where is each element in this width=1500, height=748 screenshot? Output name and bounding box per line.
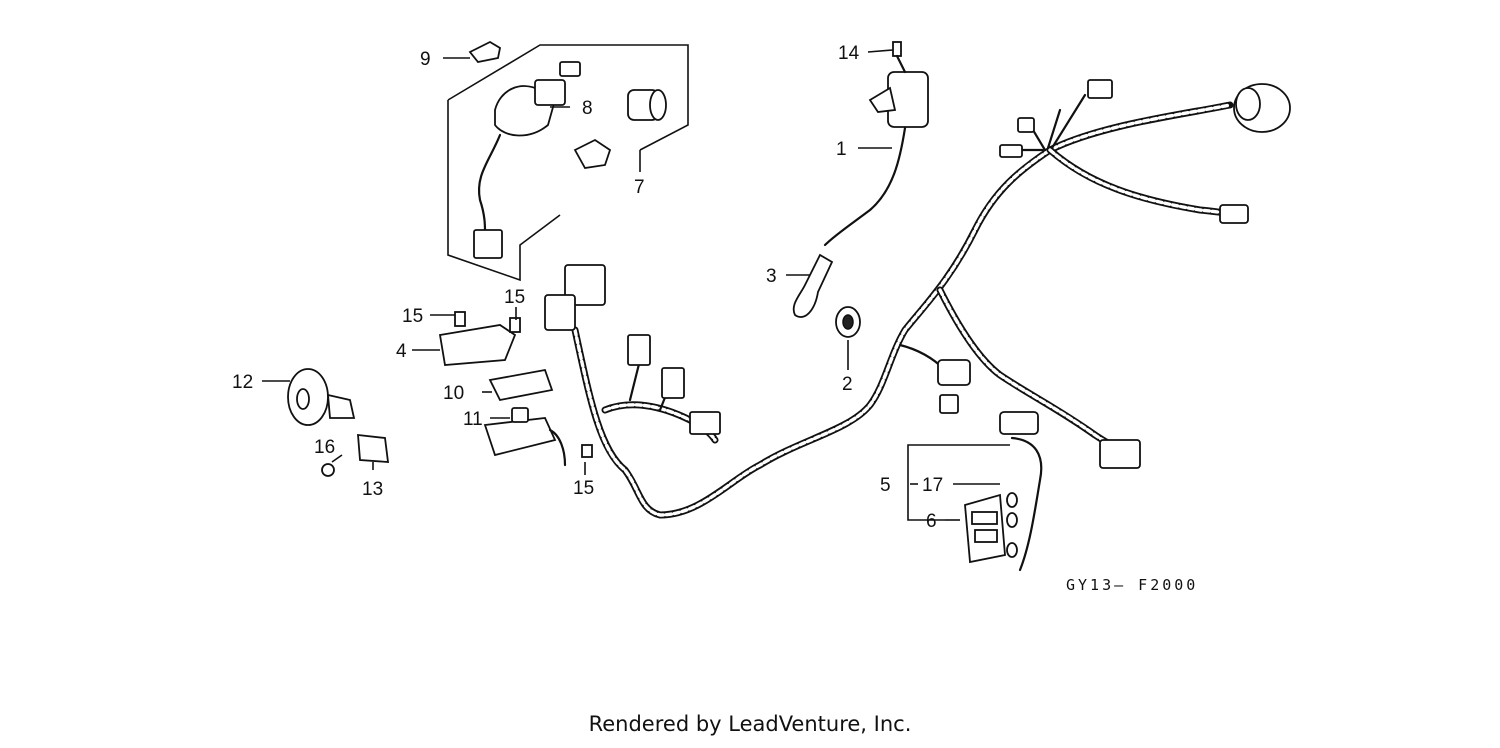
callout-14: 14 [838, 43, 860, 64]
callout-5: 5 [880, 475, 891, 496]
callout-10: 10 [443, 383, 464, 404]
callout-15-top-right: 15 [504, 287, 525, 308]
callout-7: 7 [634, 177, 645, 198]
ignition-coil[interactable] [792, 41, 929, 338]
callout-11: 11 [463, 409, 483, 430]
fuse-box[interactable] [907, 411, 1043, 572]
callout-4: 4 [396, 341, 407, 362]
callout-12: 12 [232, 372, 253, 393]
callout-6: 6 [926, 511, 937, 532]
callout-16: 16 [314, 437, 335, 458]
callout-2: 2 [842, 374, 853, 395]
callout-9: 9 [420, 49, 431, 70]
callout-15-bottom: 15 [573, 478, 594, 499]
ignition-switch-assembly[interactable] [447, 40, 689, 282]
callout-15-top-left: 15 [402, 306, 423, 327]
callout-labels: 1 2 3 4 5 6 7 8 9 10 11 12 13 14 15 15 1… [232, 43, 1198, 594]
wire-harness[interactable] [544, 79, 1291, 519]
callout-3: 3 [766, 266, 777, 287]
drawing-code: GY13— F2000 [1066, 576, 1198, 594]
horn[interactable] [287, 368, 390, 477]
regulator-and-relays[interactable] [438, 311, 593, 467]
callout-13: 13 [362, 479, 383, 500]
leader-lines [262, 49, 1000, 521]
callout-1: 1 [836, 139, 847, 160]
callout-8: 8 [582, 98, 593, 119]
render-credit: Rendered by LeadVenture, Inc. [588, 712, 912, 736]
callout-17: 17 [922, 475, 943, 496]
